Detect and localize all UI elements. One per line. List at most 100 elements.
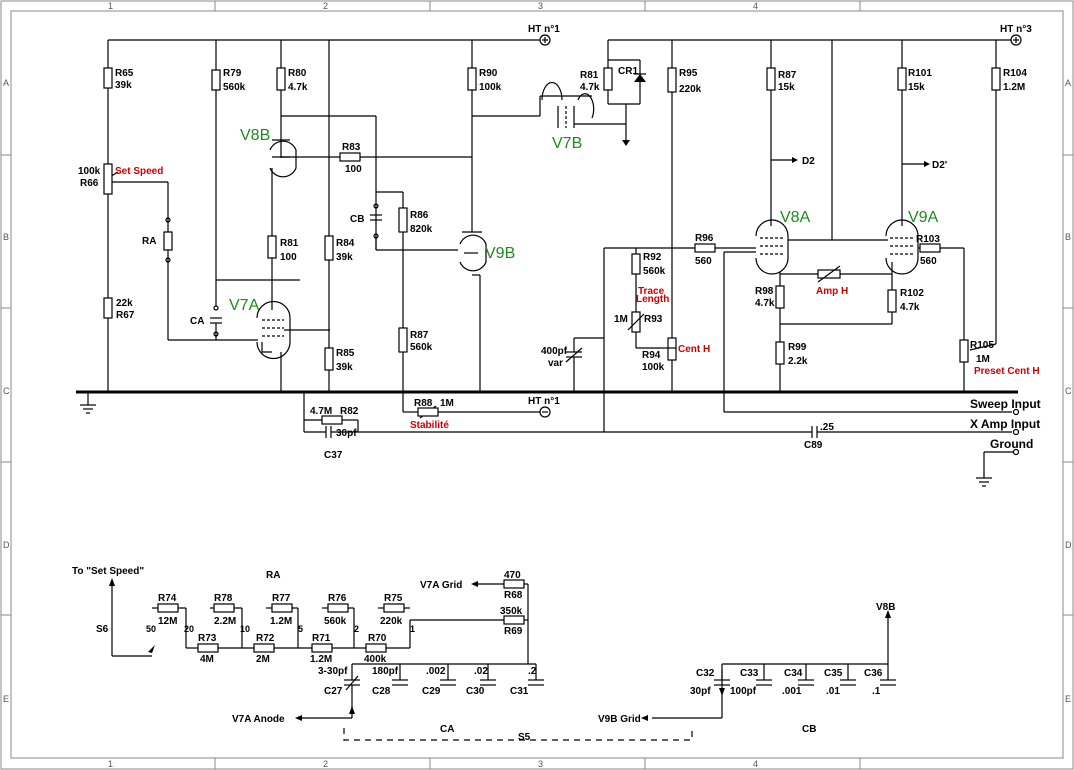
r67-body [103,297,113,319]
grid-row-a-left: A [3,78,9,88]
r66-val: 100k [78,166,101,177]
r82-body [321,415,343,425]
grid-col-2-bottom: 2 [323,759,328,769]
r101-ref: R101 [908,68,932,79]
v8b-ref-label: V8B [876,602,895,613]
r87a-ref: R87 [410,330,429,341]
c37-value: 30pf [336,428,357,439]
s5-label: S5 [518,732,531,743]
r85-body [324,347,334,371]
grid-row-b-left: B [3,232,9,242]
r81a-body [267,235,277,259]
grid-row-b-right: B [1065,232,1071,242]
c30-ref: C30 [466,686,485,697]
r98-ref: R98 [755,286,774,297]
r99-body [775,341,785,365]
r105-ref: R105 [970,340,994,351]
r73-body [197,643,219,653]
r65-val: 39k [115,80,132,91]
r87a-body [398,327,408,353]
r93-ref: R93 [644,314,663,325]
r81b-val: 4.7k [580,82,600,93]
r86-val: 820k [410,224,433,235]
r95-val: 220k [679,84,702,95]
amp-h-label: Amp H [816,286,848,297]
r82-val: 4.7M [310,406,332,417]
cr1-label: CR1 [618,66,638,77]
r101-val: 15k [908,82,925,93]
grid-col-3-bottom: 3 [538,759,543,769]
r67-ref: R67 [116,310,135,321]
r101-body [897,67,907,91]
r80-ref: R80 [288,68,307,79]
ht3-label: HT n°3 [1000,24,1032,35]
r75-ref: R75 [384,593,403,604]
d2-label: D2 [802,156,815,167]
v8a-label: V8A [780,209,811,226]
r81a-ref: R81 [280,238,299,249]
r104-ref: R104 [1003,68,1027,79]
resistor-bodies [103,67,1001,653]
grid-col-4-bottom: 4 [753,759,758,769]
r66-body [103,163,113,195]
c31-ref: C31 [510,686,529,697]
c30-val: .02 [474,666,488,677]
r83-ref: R83 [342,142,361,153]
r76-val: 560k [324,616,347,627]
grid-row-e-right: E [1065,694,1071,704]
c33-val: 100pf [730,686,757,697]
pos-2: 2 [354,624,359,634]
cb-label: CB [350,214,364,225]
c35-ref: C35 [824,668,843,679]
r77-body [271,603,293,613]
d2p-label: D2' [932,160,947,171]
r90-val: 100k [479,82,502,93]
set-speed-label: Set Speed [115,166,163,177]
r73-val: 4M [200,654,214,665]
r69-ref: R69 [504,626,523,637]
c28-val: 180pf [372,666,399,677]
r88-body [417,407,439,417]
r88-ref: R88 [414,398,433,409]
r68-ref: R68 [504,590,523,601]
grid-row-c-right: C [1065,386,1072,396]
r88-val: 1M [440,398,454,409]
r99-ref: R99 [788,342,807,353]
r96-val: 560 [695,256,712,267]
r75-val: 220k [380,616,403,627]
r102-body [887,289,897,313]
ra-body [163,231,173,251]
r103-body [919,243,941,253]
grid-col-3-top: 3 [538,1,543,11]
c32-val: 30pf [690,686,711,697]
r74-ref: R74 [158,593,177,604]
r103-val: 560 [920,256,937,267]
length-label: Length [636,294,669,305]
wiring [76,34,1022,741]
r83-val: 100 [345,164,362,175]
r80-val: 4.7k [288,82,308,93]
r87b-ref: R87 [778,70,797,81]
var-cap-var: var [548,358,563,369]
c28-ref: C28 [372,686,391,697]
r66-ref: R66 [80,178,99,189]
pos-50: 50 [146,624,156,634]
r82-ref: R82 [340,406,359,417]
r70-ref: R70 [368,633,387,644]
stabilite-label: Stabilité [410,420,449,431]
pos-1: 1 [410,624,415,634]
r85-ref: R85 [336,348,355,359]
r65-body [103,67,113,89]
r92-val: 560k [643,266,666,277]
v9b-label: V9B [485,245,515,262]
r77-ref: R77 [272,593,291,604]
x-amp-input-label: X Amp Input [970,417,1040,431]
c27-val: 3-30pf [318,666,348,677]
ra-title: RA [266,570,280,581]
r95-ref: R95 [679,68,698,79]
c37-label: C37 [324,450,343,461]
r87b-val: 15k [778,82,795,93]
r79-body [211,69,221,91]
ground-label: Ground [990,437,1033,451]
